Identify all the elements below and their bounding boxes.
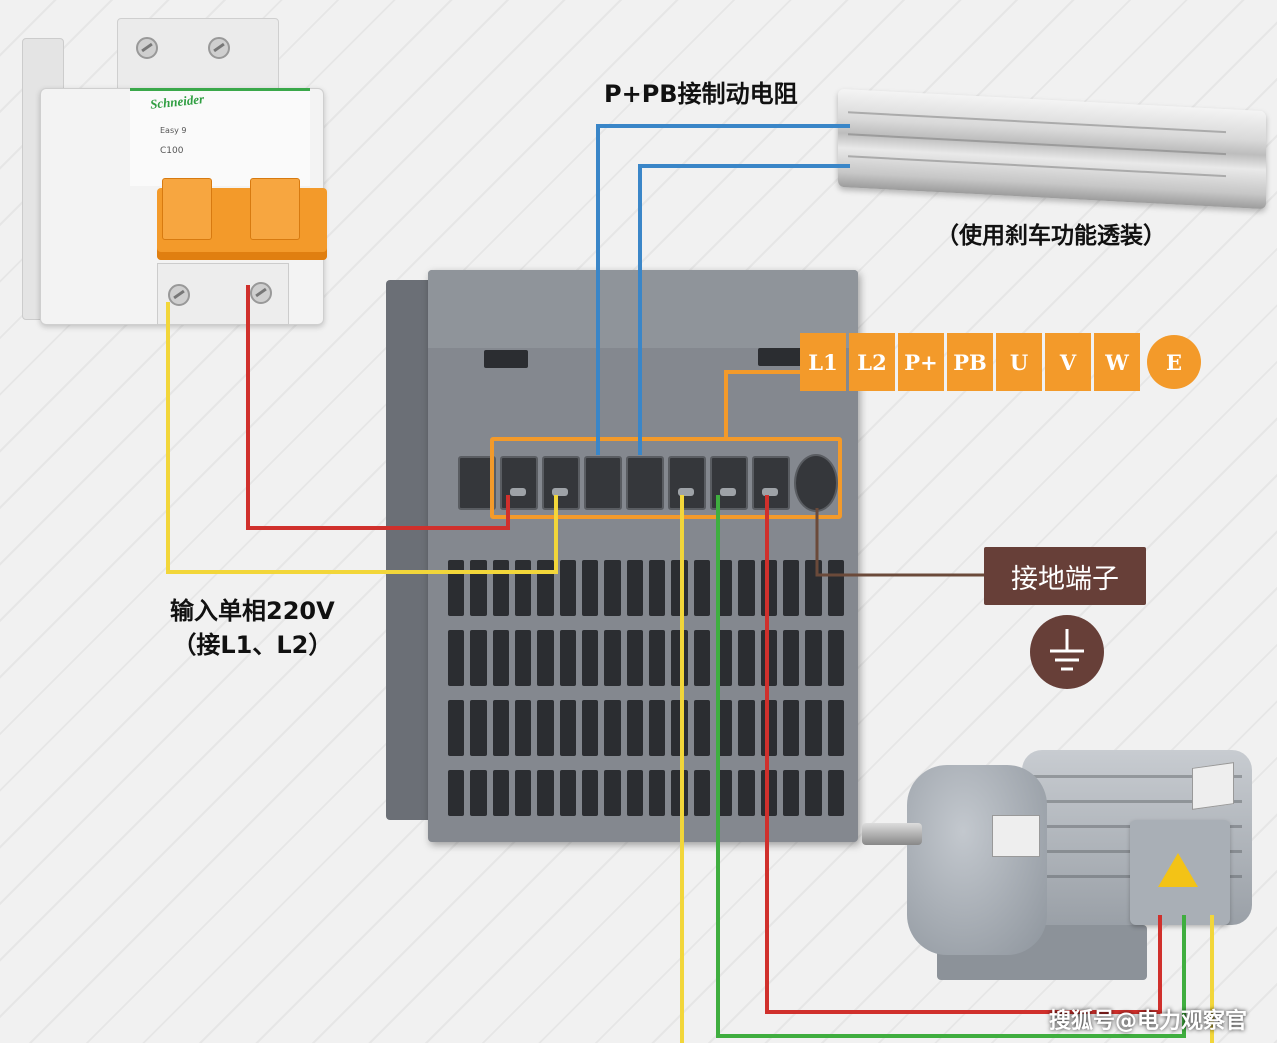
breaker-top-terminals bbox=[117, 18, 279, 100]
input-label-line1: 输入单相220V bbox=[170, 597, 335, 625]
gear-motor bbox=[862, 745, 1262, 995]
terminal-u[interactable] bbox=[668, 456, 706, 510]
vent-row bbox=[448, 560, 844, 616]
circuit-breaker: Schneider Easy 9 C100 bbox=[22, 18, 327, 325]
legend-p-plus: P+ bbox=[898, 333, 944, 391]
breaker-lever-2[interactable] bbox=[250, 178, 300, 240]
earth-ground-icon bbox=[1030, 615, 1104, 689]
breaker-rating: C100 bbox=[160, 146, 184, 156]
inverter-side-panel bbox=[386, 280, 434, 820]
breaker-series: Easy 9 bbox=[160, 126, 187, 135]
legend-l2: L2 bbox=[849, 333, 895, 391]
breaker-label-panel bbox=[130, 88, 310, 186]
legend-w: W bbox=[1094, 333, 1140, 391]
terminal-highlight-box bbox=[490, 437, 842, 519]
input-label: 输入单相220V （接L1、L2） bbox=[170, 594, 335, 662]
watermark: 搜狐号@电力观察官 bbox=[1048, 1009, 1247, 1034]
inverter-top-cover bbox=[428, 270, 858, 348]
breaker-top-screw-1 bbox=[136, 37, 158, 59]
legend-v: V bbox=[1045, 333, 1091, 391]
breaker-lever-1[interactable] bbox=[162, 178, 212, 240]
legend-u: U bbox=[996, 333, 1042, 391]
high-voltage-warning-icon bbox=[1158, 853, 1198, 887]
breaker-bottom-terminals bbox=[157, 263, 289, 325]
breaker-bottom-screw-2 bbox=[250, 282, 272, 304]
input-label-line2: （接L1、L2） bbox=[172, 631, 333, 659]
motor-nameplate bbox=[992, 815, 1040, 857]
motor-nameplate-2 bbox=[1192, 762, 1234, 810]
vent-row bbox=[448, 630, 844, 686]
terminal-pb[interactable] bbox=[626, 456, 664, 510]
vent-row bbox=[448, 770, 844, 816]
terminal-p-plus[interactable] bbox=[584, 456, 622, 510]
resistor-fin bbox=[848, 133, 1226, 156]
legend-pb: PB bbox=[947, 333, 993, 391]
breaker-bottom-screw-1 bbox=[168, 284, 190, 306]
resistor-fin bbox=[848, 155, 1226, 178]
inverter-slot bbox=[484, 350, 528, 368]
legend-e: E bbox=[1147, 335, 1201, 389]
vent-row bbox=[448, 700, 844, 756]
legend-l1: L1 bbox=[800, 333, 846, 391]
motor-gearbox bbox=[907, 765, 1047, 955]
frequency-inverter bbox=[386, 270, 858, 842]
breaker-top-screw-2 bbox=[208, 37, 230, 59]
pb-resistor-label: P+PB接制动电阻 bbox=[604, 80, 798, 108]
resistor-fin bbox=[848, 111, 1226, 134]
terminal-legend: L1 L2 P+ PB U V W E bbox=[800, 333, 1204, 391]
inverter-slot bbox=[758, 348, 802, 366]
ground-terminal-label: 接地端子 bbox=[984, 547, 1146, 605]
brake-note-label: （使用刹车功能透装） bbox=[936, 223, 1166, 249]
brake-resistor bbox=[838, 88, 1266, 210]
motor-shaft bbox=[862, 823, 922, 845]
